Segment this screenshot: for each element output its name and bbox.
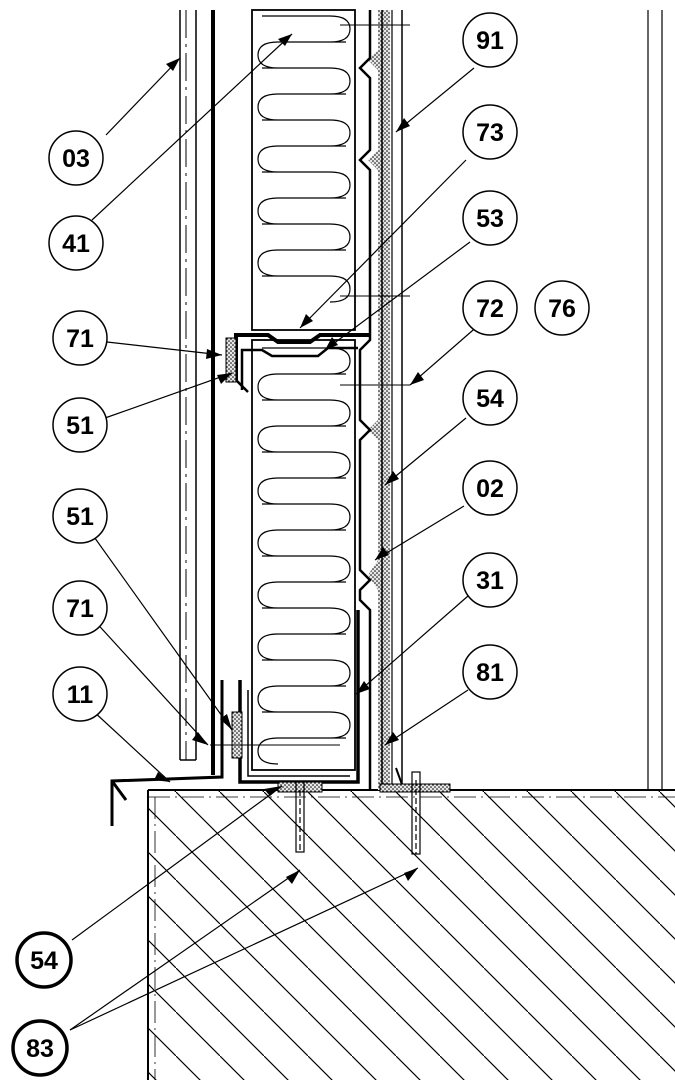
callout-72: 72 xyxy=(462,280,518,336)
callout-73-label: 73 xyxy=(476,119,504,147)
anchor-bolts xyxy=(295,771,421,855)
callout-41: 41 xyxy=(48,215,104,271)
callout-53-label: 53 xyxy=(476,205,504,233)
callout-31: 31 xyxy=(462,552,518,608)
callout-71-lower: 71 xyxy=(52,580,108,636)
callout-51-lower: 51 xyxy=(52,488,108,544)
callout-71-lower-label: 71 xyxy=(66,595,94,623)
callout-41-label: 41 xyxy=(62,230,90,258)
callout-02-label: 02 xyxy=(476,475,504,503)
background-wall xyxy=(401,10,663,790)
callout-03: 03 xyxy=(48,130,104,186)
callout-71-upper: 71 xyxy=(52,310,108,366)
callout-76-label: 76 xyxy=(548,295,576,323)
base-angle xyxy=(379,767,451,793)
callout-73: 73 xyxy=(462,104,518,160)
lower-insulation-panel xyxy=(251,339,356,771)
outer-cladding xyxy=(179,10,215,775)
callout-83-label: 83 xyxy=(26,1035,54,1063)
callout-81-label: 81 xyxy=(476,659,504,687)
callout-11-label: 11 xyxy=(67,681,94,709)
callout-72-label: 72 xyxy=(476,295,504,323)
callout-81: 81 xyxy=(462,644,518,700)
callout-51-upper-label: 51 xyxy=(66,412,94,440)
callout-31-label: 31 xyxy=(476,567,504,595)
callout-83: 83 xyxy=(11,1019,69,1077)
leader-lines xyxy=(69,33,481,1031)
callout-11: 11 xyxy=(52,666,108,722)
callout-02: 02 xyxy=(462,460,518,516)
callout-91: 91 xyxy=(462,12,518,68)
callout-51-lower-label: 51 xyxy=(66,503,94,531)
callout-54-upper: 54 xyxy=(462,370,518,426)
callout-51-upper: 51 xyxy=(52,397,108,453)
callout-71-upper-label: 71 xyxy=(66,325,94,353)
callout-54-lower-label: 54 xyxy=(30,947,58,975)
callout-54-upper-label: 54 xyxy=(476,385,504,413)
bottom-channel xyxy=(210,610,360,784)
callout-54-lower: 54 xyxy=(15,931,73,989)
callout-03-label: 03 xyxy=(62,145,90,173)
callout-76: 76 xyxy=(534,280,590,336)
inner-membrane xyxy=(358,10,393,790)
callout-91-label: 91 xyxy=(476,27,504,55)
upper-insulation-panel xyxy=(251,9,356,331)
leader-arrowheads xyxy=(154,34,424,884)
callout-53: 53 xyxy=(462,190,518,246)
